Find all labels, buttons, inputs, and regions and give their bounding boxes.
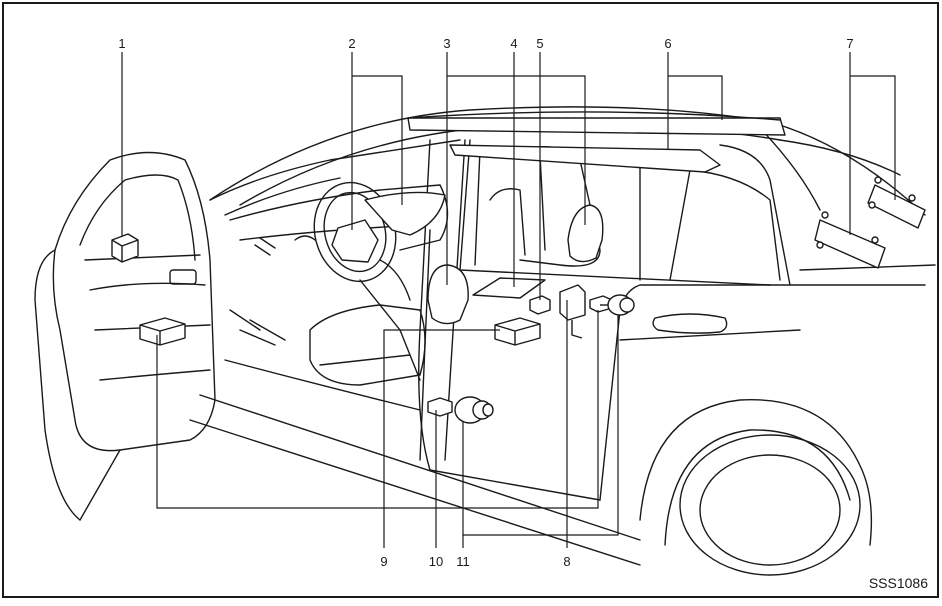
callout-10: 10 bbox=[429, 554, 443, 569]
front-door-outline bbox=[34, 151, 216, 521]
sensor-connector bbox=[427, 397, 453, 417]
pretensioner-upper bbox=[600, 294, 635, 316]
seat-sensor-pad bbox=[472, 277, 546, 299]
pretensioner-lower bbox=[454, 396, 494, 424]
callout-2: 2 bbox=[348, 36, 355, 51]
callout-11: 11 bbox=[456, 554, 470, 569]
center-module bbox=[494, 317, 541, 346]
rear-seat-side-airbag bbox=[567, 204, 604, 263]
figure-border bbox=[2, 2, 939, 598]
curtain-inflator-lower bbox=[814, 211, 886, 269]
front-door-module bbox=[139, 317, 186, 346]
callout-3: 3 bbox=[443, 36, 450, 51]
passenger-airbag bbox=[364, 191, 446, 236]
callout-9: 9 bbox=[380, 554, 387, 569]
callout-8: 8 bbox=[563, 554, 570, 569]
driver-airbag bbox=[331, 219, 379, 263]
figure-code: SSS1086 bbox=[869, 575, 928, 591]
airbag-components bbox=[111, 111, 926, 424]
curtain-inflator-upper bbox=[867, 176, 926, 229]
callout-5: 5 bbox=[536, 36, 543, 51]
front-seat-side-airbag bbox=[427, 264, 469, 325]
callout-6: 6 bbox=[664, 36, 671, 51]
seat-sensor-module bbox=[529, 295, 551, 315]
curtain-airbag-upper bbox=[407, 111, 786, 136]
callout-4: 4 bbox=[510, 36, 517, 51]
callout-7: 7 bbox=[846, 36, 853, 51]
leader-lines bbox=[121, 52, 896, 548]
door-sensor-1 bbox=[111, 233, 139, 263]
control-unit bbox=[559, 284, 586, 339]
car-body-outline bbox=[189, 106, 936, 576]
callout-1: 1 bbox=[118, 36, 125, 51]
